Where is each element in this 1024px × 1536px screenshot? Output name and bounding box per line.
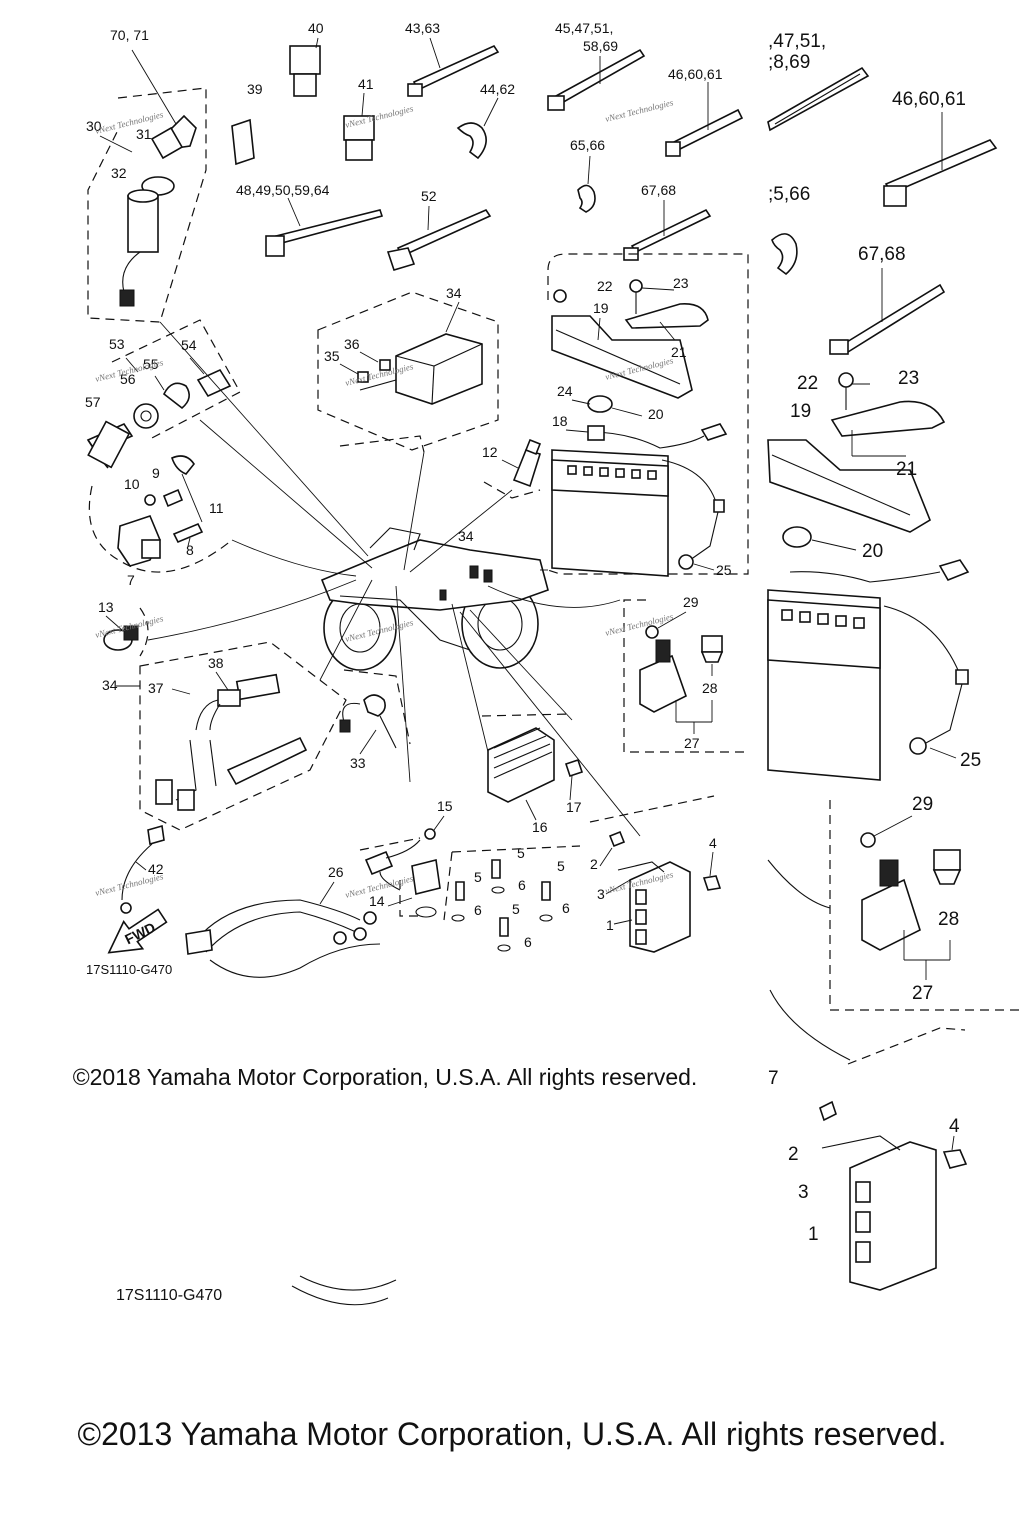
callout-p35: 35 — [324, 348, 340, 364]
callout-p37: 37 — [148, 680, 164, 696]
callout-p23: 23 — [673, 275, 689, 291]
callout-z21: 21 — [896, 459, 917, 480]
callout-p31: 31 — [136, 126, 152, 142]
callout-z27: 27 — [912, 983, 933, 1004]
callout-p16: 16 — [532, 819, 548, 835]
callout-p38: 38 — [208, 655, 224, 671]
callout-p53: 53 — [109, 336, 125, 352]
callout-p6b: 6 — [474, 902, 482, 918]
callout-p34c: 34 — [102, 677, 118, 693]
callout-p7: 7 — [127, 572, 135, 588]
callout-p17: 17 — [566, 799, 582, 815]
callout-p6c: 6 — [562, 900, 570, 916]
callout-z19: 19 — [790, 401, 811, 422]
callout-z3: 3 — [798, 1182, 809, 1203]
bolt-set — [451, 859, 553, 952]
callout-p46_60_61: 46,60,61 — [668, 66, 723, 82]
callout-p33: 33 — [350, 755, 366, 771]
callout-z1: 1 — [808, 1224, 819, 1245]
callout-z46: 46,60,61 — [892, 89, 966, 110]
callout-p5c: 5 — [474, 869, 482, 885]
callout-p43_63: 43,63 — [405, 20, 440, 36]
callout-z58: ;8,69 — [768, 52, 810, 73]
callout-p26: 26 — [328, 864, 344, 880]
callout-p52: 52 — [421, 188, 437, 204]
callout-p5d: 5 — [512, 901, 520, 917]
callout-z20: 20 — [862, 541, 883, 562]
callout-z22: 22 — [797, 373, 818, 394]
callout-p4: 4 — [709, 835, 717, 851]
callout-p34b: 34 — [458, 528, 474, 544]
callout-p11: 11 — [209, 500, 224, 516]
callout-p55: 55 — [143, 356, 159, 372]
callout-p20: 20 — [648, 406, 664, 422]
callout-p5a: 5 — [517, 845, 525, 861]
copyright-2018: ©2018 Yamaha Motor Corporation, U.S.A. A… — [72, 1064, 698, 1090]
diagram-code-main: 17S1110-G470 — [86, 962, 172, 977]
callout-z7: 7 — [768, 1068, 779, 1089]
callout-z47: ,47,51, — [768, 31, 826, 52]
callout-p18: 18 — [552, 413, 568, 429]
callout-p1: 1 — [606, 917, 614, 933]
callout-p40: 40 — [308, 20, 324, 36]
atv-vehicle — [320, 527, 549, 671]
callout-p15: 15 — [437, 798, 453, 814]
callout-p13: 13 — [98, 599, 114, 615]
callout-p67_68: 67,68 — [641, 182, 676, 198]
callout-p65_66: 65,66 — [570, 137, 605, 153]
callout-p56: 56 — [120, 371, 136, 387]
callout-p30: 30 — [86, 118, 102, 134]
callout-p19: 19 — [593, 300, 609, 316]
callout-z67: 67,68 — [858, 244, 906, 265]
callout-p6d: 6 — [524, 934, 532, 950]
main-diagram: FWD 17S1110-G470 — [86, 37, 749, 978]
callout-z4: 4 — [949, 1116, 960, 1137]
callout-p34a: 34 — [446, 285, 462, 301]
callout-p42: 42 — [148, 861, 164, 877]
callout-p32: 32 — [111, 165, 127, 181]
callout-z28: 28 — [938, 909, 959, 930]
callout-z29: 29 — [912, 794, 933, 815]
diagram-code-zoom: 17S1110-G470 — [116, 1287, 222, 1304]
callout-p70_71: 70, 71 — [110, 27, 149, 43]
callout-p12: 12 — [482, 444, 498, 460]
callout-p25: 25 — [716, 562, 732, 578]
callout-p22: 22 — [597, 278, 613, 294]
zoomed-detail-view — [291, 66, 1024, 1306]
callout-z2: 2 — [788, 1144, 799, 1165]
callout-p9: 9 — [152, 465, 160, 481]
callout-p41: 41 — [358, 76, 374, 92]
callout-p45_bot: 58,69 — [583, 38, 618, 54]
callout-p45_top: 45,47,51, — [555, 20, 613, 36]
callout-p8: 8 — [186, 542, 194, 558]
callout-p3: 3 — [597, 886, 605, 902]
callout-p2: 2 — [590, 856, 598, 872]
callout-p29: 29 — [683, 594, 699, 610]
callout-p6a: 6 — [518, 877, 526, 893]
callout-z23: 23 — [898, 368, 919, 389]
callout-p39: 39 — [247, 81, 263, 97]
callout-p57: 57 — [85, 394, 101, 410]
copyright-2013: ©2013 Yamaha Motor Corporation, U.S.A. A… — [77, 1416, 947, 1452]
callout-p14: 14 — [369, 893, 385, 909]
callout-z25: 25 — [960, 750, 981, 771]
callout-p48: 48,49,50,59,64 — [236, 182, 330, 198]
callout-z65: ;5,66 — [768, 184, 810, 205]
callout-p10: 10 — [124, 476, 140, 492]
callout-p5b: 5 — [557, 858, 565, 874]
callout-p28: 28 — [702, 680, 718, 696]
callout-p27: 27 — [684, 735, 700, 751]
callout-p54: 54 — [181, 337, 197, 353]
callout-p36: 36 — [344, 336, 360, 352]
callout-p44_62: 44,62 — [480, 81, 515, 97]
callout-p24: 24 — [557, 383, 573, 399]
callout-p21: 21 — [671, 344, 687, 360]
